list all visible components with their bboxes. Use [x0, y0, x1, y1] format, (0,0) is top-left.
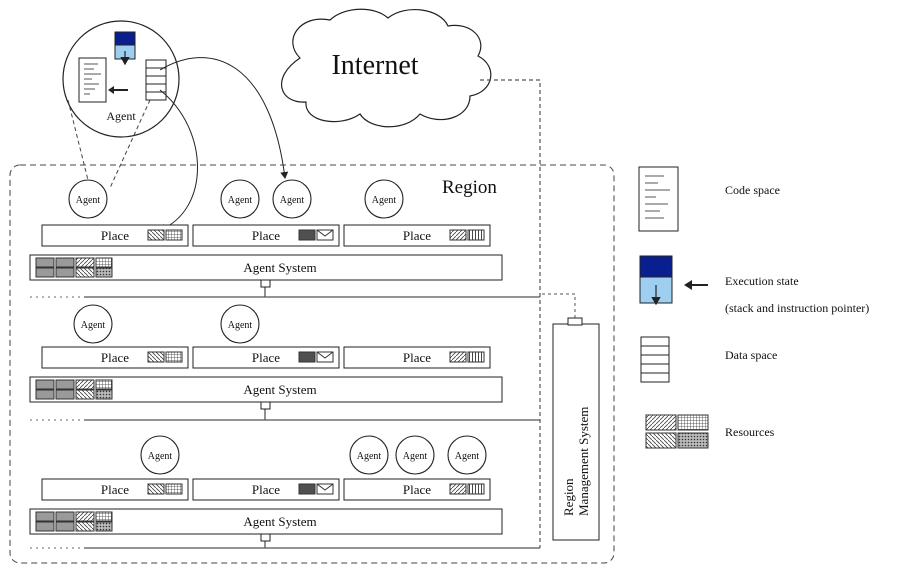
agent-system-bar: Agent System [29, 508, 503, 535]
zoom-line-left [67, 99, 91, 189]
agent-circle-label: Agent [148, 451, 173, 462]
network-connector [260, 401, 271, 410]
legend-execution-state-sub: (stack and instruction pointer) [725, 301, 869, 315]
place-label: Place [403, 228, 431, 243]
agent-circle: Agent [140, 435, 180, 475]
place-resource-icon [449, 483, 485, 495]
agent-circle: Agent [364, 179, 404, 219]
legend: Code space Execution state (stack and in… [638, 166, 869, 449]
internet-cloud: Internet [281, 8, 492, 128]
place-resource-icon [298, 351, 334, 363]
agent-circle-label: Agent [76, 195, 101, 206]
legend-resources-label: Resources [725, 425, 775, 439]
agent-circle: Agent [447, 435, 487, 475]
instruction-pointer-icon [108, 86, 128, 94]
place-box: Place [41, 346, 189, 369]
agent-system-bar: Agent System [29, 376, 503, 403]
agent-circle-label: Agent [455, 451, 480, 462]
code-space-icon [78, 57, 107, 103]
agent-system-resources-icon [35, 511, 113, 532]
agent-system-resources-icon [35, 257, 113, 278]
execution-state-icon [114, 31, 136, 66]
rms-label-line2: Management System [576, 407, 591, 516]
place-box: Place [41, 224, 189, 247]
legend-code-space-label: Code space [725, 183, 780, 197]
region-boundary [9, 164, 615, 564]
agent-system-resources-icon [35, 379, 113, 400]
agent-circle-label: Agent [403, 451, 428, 462]
place-box: Place [343, 224, 491, 247]
place-resource-icon [449, 351, 485, 363]
place-resource-icon [147, 351, 183, 363]
data-space-icon [145, 59, 167, 101]
legend-resources-icon [645, 414, 709, 449]
agent-circle: Agent [220, 304, 260, 344]
agent-circle: Agent [349, 435, 389, 475]
agent-circle-label: Agent [372, 195, 397, 206]
place-resource-icon [147, 229, 183, 241]
place-box: Place [192, 224, 340, 247]
agent-circle-label: Agent [280, 195, 305, 206]
migration-arrow-to-agent [159, 57, 289, 179]
place-resource-icon [147, 483, 183, 495]
place-label: Place [101, 228, 129, 243]
place-box: Place [41, 478, 189, 501]
agent-circle-label: Agent [228, 320, 253, 331]
place-label: Place [403, 350, 431, 365]
place-box: Place [192, 478, 340, 501]
agent-system-label: Agent System [243, 382, 316, 397]
legend-data-space-label: Data space [725, 348, 777, 362]
place-label: Place [101, 350, 129, 365]
place-label: Place [101, 482, 129, 497]
network-connector [260, 279, 271, 288]
cloud-icon [281, 8, 492, 128]
internet-connection-line [480, 79, 541, 548]
place-resource-icon [298, 229, 334, 241]
place-box: Place [343, 478, 491, 501]
place-resource-icon [298, 483, 334, 495]
place-label: Place [403, 482, 431, 497]
migration-arrow-to-place [159, 89, 198, 232]
agent-system-bar: Agent System [29, 254, 503, 281]
legend-code-space-icon [638, 166, 679, 232]
agent-system-label: Agent System [243, 260, 316, 275]
agent-bubble-label: Agent [106, 109, 136, 123]
legend-execution-state-label: Execution state [725, 274, 799, 288]
rms-label-line1: Region [561, 478, 576, 516]
legend-data-space-icon [640, 336, 670, 383]
place-resource-icon [449, 229, 485, 241]
agent-system-label: Agent System [243, 514, 316, 529]
agent-circle: Agent [68, 179, 108, 219]
region-label: Region [442, 177, 497, 198]
agent-circle: Agent [220, 179, 260, 219]
agent-circle: Agent [272, 179, 312, 219]
place-label: Place [252, 482, 280, 497]
place-label: Place [252, 228, 280, 243]
network-connector [260, 533, 271, 542]
zoom-line-right [109, 99, 151, 189]
internet-label: Internet [331, 50, 418, 81]
place-label: Place [252, 350, 280, 365]
place-box: Place [192, 346, 340, 369]
place-box: Place [343, 346, 491, 369]
agent-circle-label: Agent [228, 195, 253, 206]
agent-detail-bubble: Agent [62, 20, 180, 138]
agent-circle: Agent [73, 304, 113, 344]
legend-execution-state-icon [639, 255, 708, 306]
region-management-system: Region Management System [540, 293, 600, 541]
agent-circle: Agent [395, 435, 435, 475]
agent-circle-label: Agent [81, 320, 106, 331]
agent-circle-label: Agent [357, 451, 382, 462]
